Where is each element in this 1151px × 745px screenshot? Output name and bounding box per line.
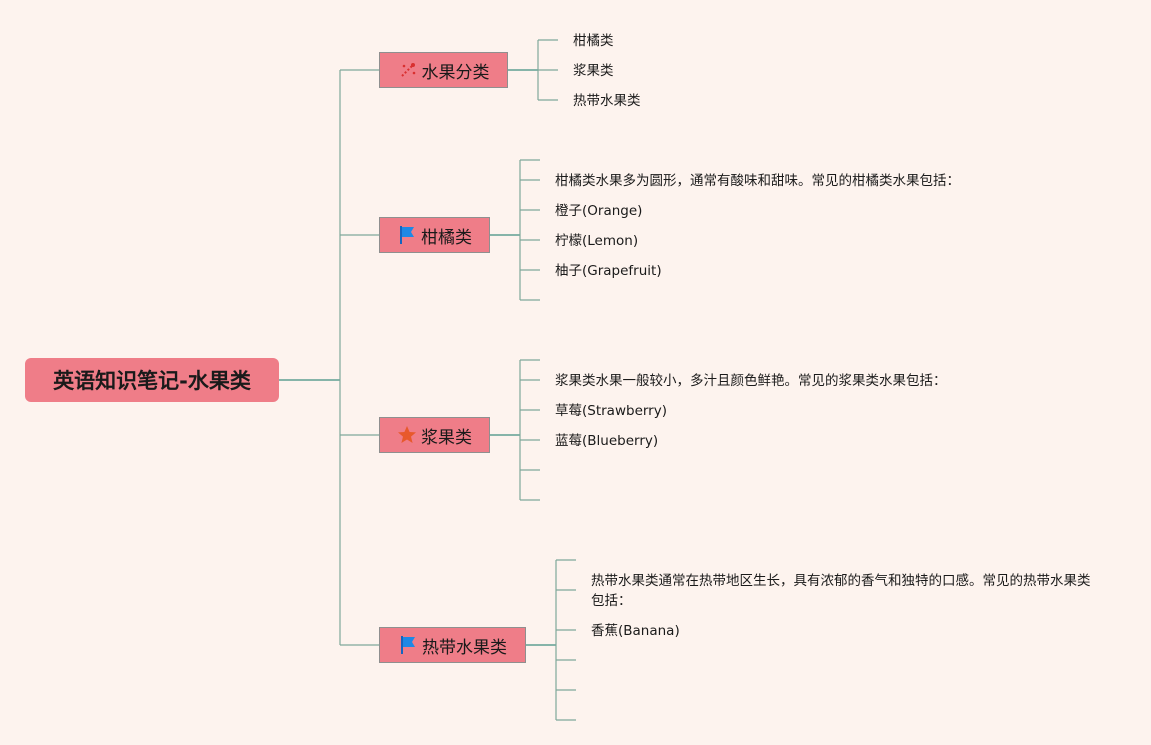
- branch-label: 浆果类: [421, 427, 472, 448]
- leaf-node[interactable]: 柚子(Grapefruit): [555, 263, 662, 279]
- branch-label: 水果分类: [421, 62, 490, 83]
- leaf-node[interactable]: 草莓(Strawberry): [555, 403, 667, 419]
- star-icon: [397, 425, 417, 445]
- branch-node-berries[interactable]: 浆果类: [379, 417, 490, 453]
- leaf-node[interactable]: 橙子(Orange): [555, 203, 643, 219]
- leaf-node[interactable]: 浆果类水果一般较小，多汁且颜色鲜艳。常见的浆果类水果包括：: [555, 373, 947, 389]
- branch-label: 热带水果类: [422, 637, 507, 658]
- leaf-node[interactable]: 柑橘类水果多为圆形，通常有酸味和甜味。常见的柑橘类水果包括：: [555, 173, 960, 189]
- sparkle-icon: [398, 60, 418, 80]
- branch-node-tropical[interactable]: 热带水果类: [379, 627, 526, 663]
- branch-node-citrus[interactable]: 柑橘类: [379, 217, 490, 253]
- leaf-node[interactable]: 浆果类: [573, 63, 614, 79]
- leaf-node[interactable]: 热带水果类: [573, 93, 641, 109]
- leaf-node[interactable]: 蓝莓(Blueberry): [555, 433, 659, 449]
- root-node[interactable]: 英语知识笔记-水果类: [25, 358, 279, 402]
- leaf-node[interactable]: 柠檬(Lemon): [555, 233, 639, 249]
- leaf-node[interactable]: 热带水果类通常在热带地区生长，具有浓郁的香气和独特的口感。常见的热带水果类包括：: [591, 573, 1091, 609]
- leaf-node[interactable]: 柑橘类: [573, 33, 614, 49]
- branch-node-classification[interactable]: 水果分类: [379, 52, 508, 88]
- flag-icon: [398, 635, 418, 655]
- branch-label: 柑橘类: [421, 227, 472, 248]
- flag-icon: [397, 225, 417, 245]
- root-title: 英语知识笔记-水果类: [53, 369, 251, 393]
- leaf-node[interactable]: 香蕉(Banana): [591, 623, 680, 639]
